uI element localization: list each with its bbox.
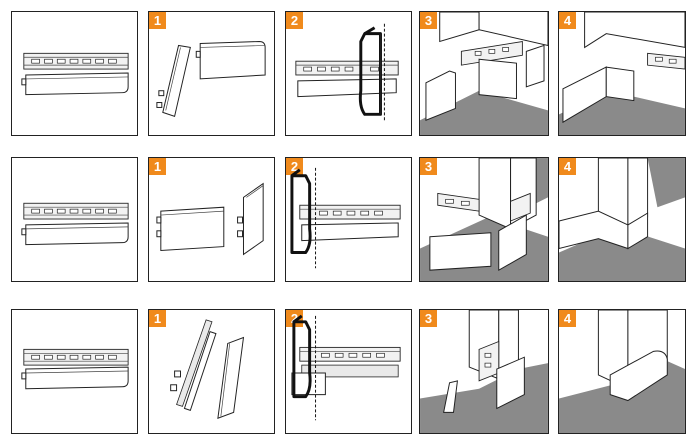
row3-step4-panel: 4: [558, 309, 686, 434]
row1-step1-panel: 1: [148, 11, 275, 136]
skirting-rail-and-board-illustration: [21, 202, 129, 246]
row2-step3-panel: 3: [419, 157, 549, 282]
end-cap-install-illustration: [420, 310, 548, 433]
inner-corner-install-illustration: [420, 12, 548, 135]
saw-cutting-rail-illustration: [290, 167, 401, 269]
skirting-rail-and-board-illustration: [21, 348, 129, 390]
step-number-badge: 4: [559, 158, 576, 175]
inner-corner-finished-illustration: [559, 12, 685, 135]
row1-overview-panel: [11, 11, 138, 136]
step-number-badge: 1: [149, 158, 166, 175]
row1-step2-panel: 2: [285, 11, 412, 136]
row3-step3-panel: 3: [419, 309, 549, 434]
row3-step1-panel: 1: [148, 309, 275, 434]
outer-corner-finished-illustration: [559, 158, 685, 281]
saw-icon: [290, 174, 312, 254]
outer-corner-install-illustration: [420, 158, 548, 281]
end-cap-finished-illustration: [559, 310, 685, 433]
step-number-badge: 3: [420, 158, 437, 175]
step-number-badge: 3: [420, 310, 437, 327]
row2-step1-panel: 1: [148, 157, 275, 282]
step-number-badge: 2: [286, 12, 303, 29]
row3-overview-panel: [11, 309, 138, 434]
row3-step2-panel: 2: [285, 309, 412, 434]
step-number-badge: 4: [559, 12, 576, 29]
step-number-badge: 3: [420, 12, 437, 29]
step-number-badge: 1: [149, 310, 166, 327]
board-and-end-cap-pieces-illustration: [170, 319, 245, 419]
saw-cutting-rail-illustration: [295, 23, 399, 123]
row2-overview-panel: [11, 157, 138, 282]
skirting-rail-and-board-illustration: [21, 52, 129, 96]
saw-cutting-rail-illustration: [291, 314, 401, 421]
row1-step4-panel: 4: [558, 11, 686, 136]
row1-step3-panel: 3: [419, 11, 549, 136]
two-board-pieces-illustration: [156, 182, 264, 256]
step-number-badge: 1: [149, 12, 166, 29]
saw-icon: [358, 32, 382, 116]
row2-step4-panel: 4: [558, 157, 686, 282]
row2-step2-panel: 2: [285, 157, 412, 282]
two-board-pieces-illustration: [156, 41, 266, 117]
saw-icon: [292, 320, 312, 399]
step-number-badge: 4: [559, 310, 576, 327]
